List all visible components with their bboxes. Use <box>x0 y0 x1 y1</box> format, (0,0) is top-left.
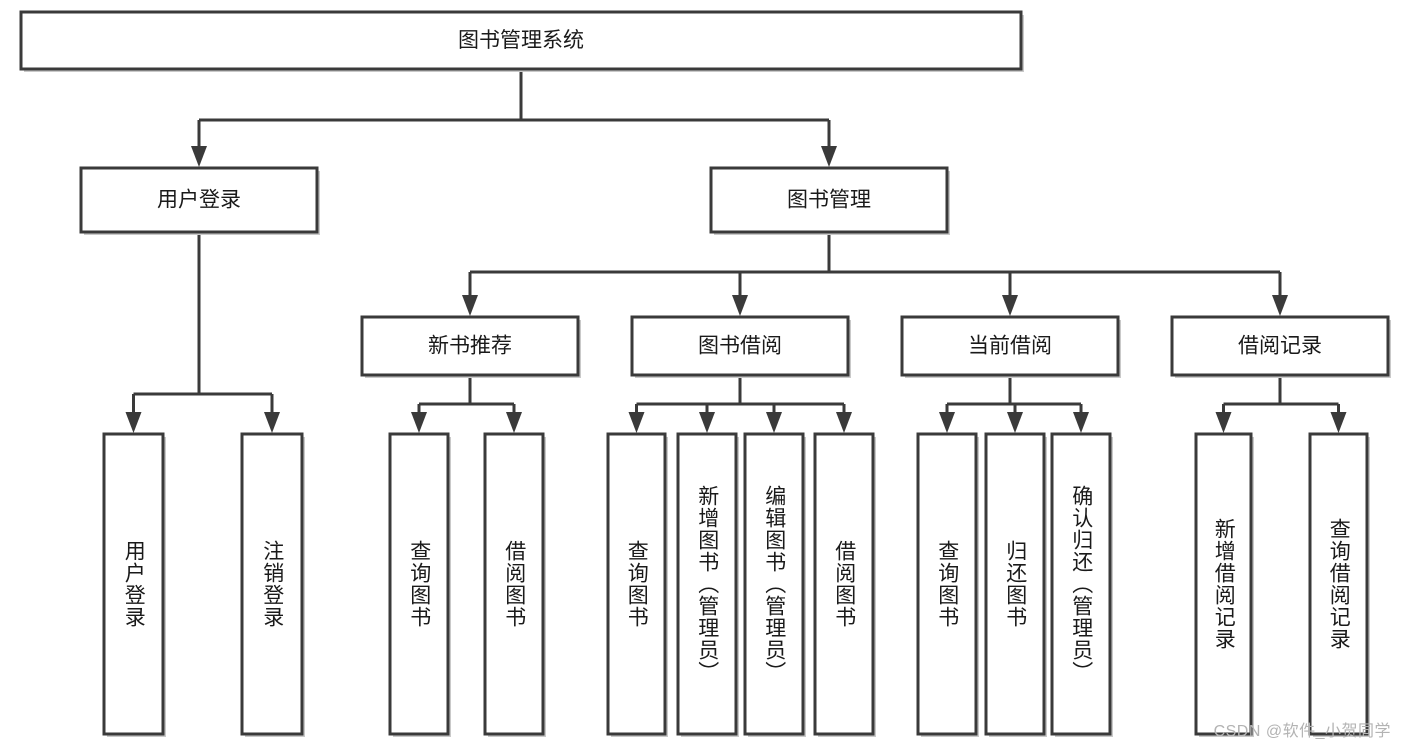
node-book-borrow[interactable]: 图书借阅 <box>630 315 851 378</box>
node-current-borrow[interactable]: 当前借阅 <box>900 315 1121 378</box>
node-leaf-user-login[interactable] <box>102 432 166 737</box>
node-label: 当前借阅 <box>968 335 1052 358</box>
node-label: 用户登录 <box>157 189 241 212</box>
node-leaf-query-record[interactable] <box>1308 432 1370 737</box>
node-leaf-query-book-2[interactable] <box>606 432 668 737</box>
node-leaf-borrow-book-2[interactable] <box>813 432 876 737</box>
node-leaf-confirm-return[interactable] <box>1050 432 1113 737</box>
node-leaf-add-book[interactable] <box>676 432 739 737</box>
node-leaf-query-book-3[interactable] <box>916 432 979 737</box>
node-leaf-user-logout[interactable] <box>240 432 305 737</box>
node-book-manage[interactable]: 图书管理 <box>709 166 950 235</box>
watermark-text: CSDN @软件_小贺同学 <box>1213 723 1391 740</box>
node-label: 图书借阅 <box>698 335 782 358</box>
node-user-login[interactable]: 用户登录 <box>79 166 320 235</box>
node-leaf-edit-book[interactable] <box>743 432 806 737</box>
node-leaf-return-book[interactable] <box>984 432 1047 737</box>
node-label: 图书管理 <box>787 189 871 212</box>
node-leaf-query-book-1[interactable] <box>388 432 451 737</box>
node-root-root[interactable]: 图书管理系统 <box>19 10 1024 72</box>
node-leaf-borrow-book-1[interactable] <box>483 432 546 737</box>
node-label: 新书推荐 <box>428 335 512 358</box>
node-label: 图书管理系统 <box>458 29 584 52</box>
node-leaf-add-record[interactable] <box>1194 432 1254 737</box>
node-label: 借阅记录 <box>1238 335 1322 358</box>
node-new-book-rec[interactable]: 新书推荐 <box>360 315 581 378</box>
node-borrow-record[interactable]: 借阅记录 <box>1170 315 1391 378</box>
